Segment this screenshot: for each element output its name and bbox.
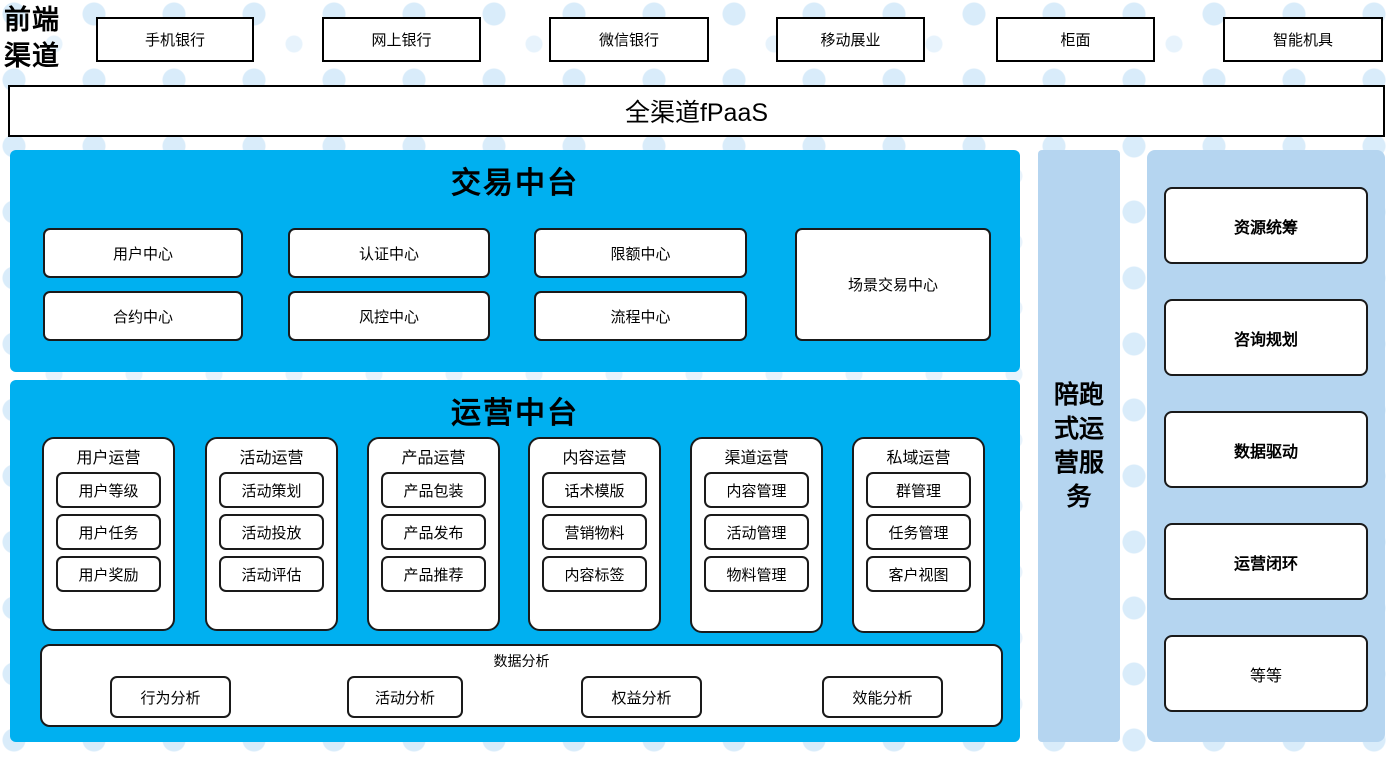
trade-center-title: 交易中台 <box>451 167 579 200</box>
trade-card-risk-center[interactable]: 风控中心 <box>288 291 490 341</box>
ops-item-customer-view[interactable]: 客户视图 <box>866 556 971 592</box>
ops-column-title: 私域运营 <box>886 450 951 467</box>
capability-card-resource-coordination[interactable]: 资源统筹 <box>1164 187 1368 264</box>
trade-card-auth-center[interactable]: 认证中心 <box>288 228 490 278</box>
ops-column-user-operation[interactable]: 用户运营 用户等级 用户任务 用户奖励 <box>42 437 175 631</box>
channel-box-wechat-bank[interactable]: 微信银行 <box>549 17 709 62</box>
trade-card-user-center[interactable]: 用户中心 <box>43 228 243 278</box>
ops-item-user-task[interactable]: 用户任务 <box>56 514 161 550</box>
channel-box-mobile-bank[interactable]: 手机银行 <box>96 17 254 62</box>
data-analysis-item-behavior[interactable]: 行为分析 <box>110 676 231 718</box>
trade-card-process-center[interactable]: 流程中心 <box>534 291 747 341</box>
accompany-operation-service-column[interactable]: 陪跑式运营服务 <box>1038 150 1120 742</box>
ops-item-content-manage[interactable]: 内容管理 <box>704 472 809 508</box>
data-analysis-item-efficiency[interactable]: 效能分析 <box>822 676 943 718</box>
ops-column-content-operation[interactable]: 内容运营 话术模版 营销物料 内容标签 <box>528 437 661 631</box>
ops-item-user-level[interactable]: 用户等级 <box>56 472 161 508</box>
accompany-operation-service-label: 陪跑式运营服务 <box>1053 381 1104 511</box>
data-analysis-item-activity[interactable]: 活动分析 <box>347 676 463 718</box>
front-channel-label: 前端 渠道 <box>4 2 88 74</box>
front-channel-label-line2: 渠道 <box>4 41 60 71</box>
ops-column-title: 产品运营 <box>401 450 466 467</box>
ops-column-title: 渠道运营 <box>724 450 789 467</box>
data-analysis-title: 数据分析 <box>493 653 550 669</box>
channel-box-internet-bank[interactable]: 网上银行 <box>322 17 481 62</box>
front-channel-label-line1: 前端 <box>4 5 60 35</box>
channel-box-smart-machine[interactable]: 智能机具 <box>1223 17 1383 62</box>
ops-column-channel-operation[interactable]: 渠道运营 内容管理 活动管理 物料管理 <box>690 437 823 633</box>
ops-item-material-manage[interactable]: 物料管理 <box>704 556 809 592</box>
ops-column-product-operation[interactable]: 产品运营 产品包装 产品发布 产品推荐 <box>367 437 500 631</box>
ops-item-script-template[interactable]: 话术模版 <box>542 472 647 508</box>
ops-column-activity-operation[interactable]: 活动运营 活动策划 活动投放 活动评估 <box>205 437 338 631</box>
front-channel-row: 前端 渠道 手机银行 网上银行 微信银行 移动展业 柜面 智能机具 <box>0 0 1393 80</box>
trade-card-limit-center[interactable]: 限额中心 <box>534 228 747 278</box>
ops-item-product-release[interactable]: 产品发布 <box>381 514 486 550</box>
capability-card-data-driven[interactable]: 数据驱动 <box>1164 411 1368 488</box>
trade-card-contract-center[interactable]: 合约中心 <box>43 291 243 341</box>
ops-item-product-package[interactable]: 产品包装 <box>381 472 486 508</box>
channel-box-mobile-sales[interactable]: 移动展业 <box>776 17 925 62</box>
data-analysis-item-rights[interactable]: 权益分析 <box>581 676 702 718</box>
data-analysis-section: 数据分析 行为分析 活动分析 权益分析 效能分析 <box>40 644 1003 727</box>
capability-card-etc[interactable]: 等等 <box>1164 635 1368 712</box>
ops-column-title: 活动运营 <box>239 450 304 467</box>
trade-center-panel: 交易中台 用户中心 认证中心 限额中心 合约中心 风控中心 流程中心 场景交易中… <box>10 150 1020 372</box>
ops-center-title: 运营中台 <box>451 397 579 430</box>
ops-item-activity-manage[interactable]: 活动管理 <box>704 514 809 550</box>
capability-card-operation-closed-loop[interactable]: 运营闭环 <box>1164 523 1368 600</box>
ops-item-task-manage[interactable]: 任务管理 <box>866 514 971 550</box>
ops-item-marketing-material[interactable]: 营销物料 <box>542 514 647 550</box>
ops-column-title: 内容运营 <box>562 450 627 467</box>
ops-item-activity-plan[interactable]: 活动策划 <box>219 472 324 508</box>
ops-item-activity-eval[interactable]: 活动评估 <box>219 556 324 592</box>
ops-item-content-tag[interactable]: 内容标签 <box>542 556 647 592</box>
ops-item-activity-launch[interactable]: 活动投放 <box>219 514 324 550</box>
ops-column-title: 用户运营 <box>76 450 141 467</box>
ops-item-group-manage[interactable]: 群管理 <box>866 472 971 508</box>
trade-card-scene-trade-center[interactable]: 场景交易中心 <box>795 228 991 341</box>
channel-box-counter[interactable]: 柜面 <box>996 17 1155 62</box>
ops-column-private-domain-operation[interactable]: 私域运营 群管理 任务管理 客户视图 <box>852 437 985 633</box>
fpaas-band[interactable]: 全渠道fPaaS <box>8 85 1385 137</box>
capability-panel: 资源统筹 咨询规划 数据驱动 运营闭环 等等 <box>1147 150 1385 742</box>
capability-card-consulting-planning[interactable]: 咨询规划 <box>1164 299 1368 376</box>
ops-item-product-recommend[interactable]: 产品推荐 <box>381 556 486 592</box>
ops-item-user-reward[interactable]: 用户奖励 <box>56 556 161 592</box>
